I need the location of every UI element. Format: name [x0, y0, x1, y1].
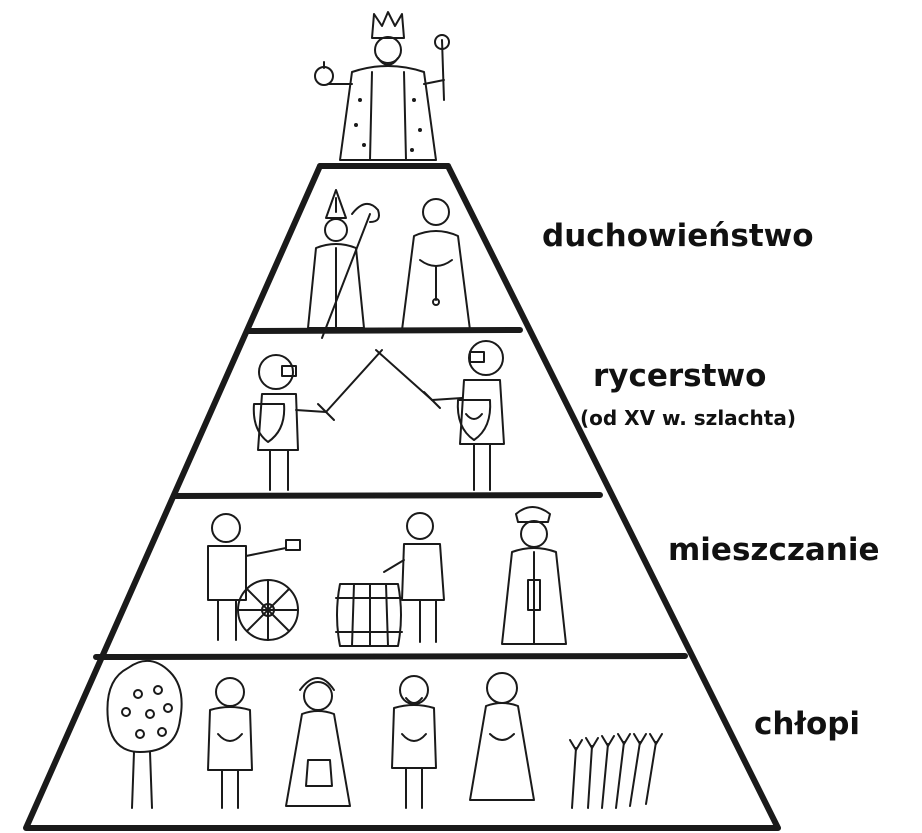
pyramid-outline	[23, 163, 781, 831]
knight-left-icon	[252, 349, 383, 491]
knight-right-icon	[375, 340, 505, 491]
peasant-man-icon	[391, 675, 437, 809]
tier-label-clergy: duchowieństwo	[542, 218, 814, 254]
bishop-icon	[307, 189, 380, 339]
king-icon	[314, 11, 450, 161]
tier-note-knights: (od XV w. szlachta)	[580, 406, 796, 430]
tier-label-peasants: chłopi	[754, 706, 861, 742]
peasant-woman-icon	[469, 672, 535, 801]
tier-label-knights: rycerstwo	[593, 358, 767, 394]
cooper-barrel-icon	[335, 512, 445, 647]
monk-icon	[401, 198, 471, 331]
peasant-man-icon	[207, 677, 253, 809]
peasant-woman-icon	[285, 677, 351, 807]
craftsman-wheel-icon	[207, 513, 301, 641]
tier-label-burghers: mieszczanie	[668, 532, 880, 568]
grain-icon	[569, 733, 663, 809]
tree-icon	[106, 660, 183, 809]
merchant-icon	[501, 506, 567, 645]
